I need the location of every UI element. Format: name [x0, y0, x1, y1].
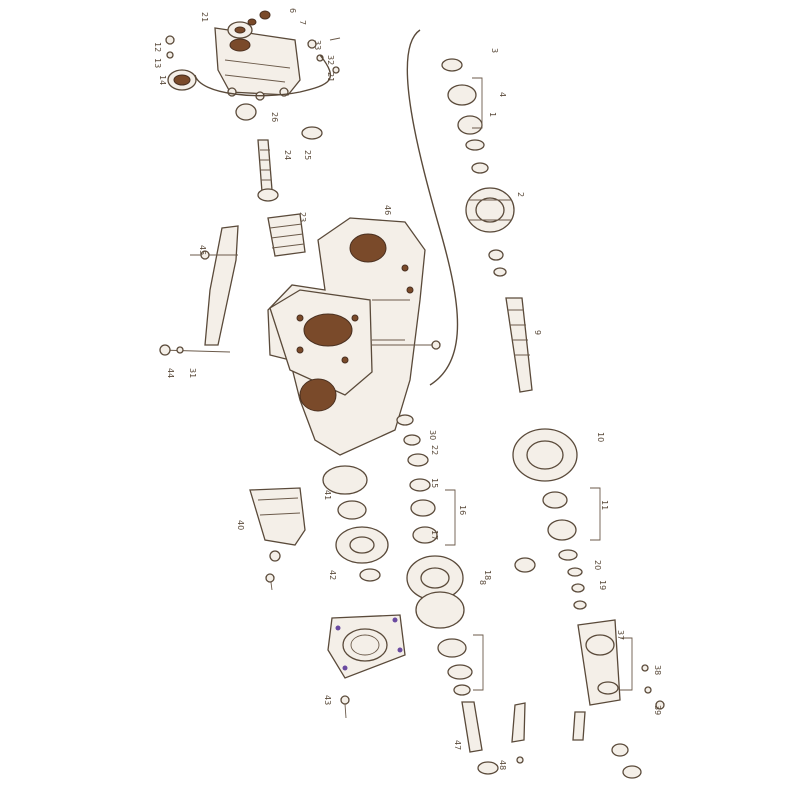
leader-lines — [445, 77, 633, 691]
bearing-top-left — [165, 35, 197, 91]
input-housing-assembly — [214, 10, 301, 101]
callout-number: 11 — [600, 500, 609, 510]
side-bracket-left — [159, 225, 239, 356]
callout-number: 14 — [158, 75, 167, 85]
callout-number: 38 — [653, 665, 662, 675]
input-shaft — [235, 103, 323, 202]
countershaft-stack — [441, 58, 642, 779]
main-housing — [267, 217, 441, 456]
callout-number: 47 — [453, 740, 462, 750]
callout-number: 12 — [153, 42, 162, 52]
callout-number: 30 — [428, 430, 437, 440]
callout-number: 21 — [200, 12, 209, 22]
callout-number: 8 — [478, 580, 487, 585]
small-parts-bottom — [511, 664, 665, 764]
callout-number: 19 — [598, 580, 607, 590]
callout-number: 43 — [323, 695, 332, 705]
callout-number: 41 — [323, 490, 332, 500]
callout-number: 26 — [270, 112, 279, 122]
clutch-hub — [267, 213, 306, 257]
end-cover-plate — [327, 614, 406, 719]
callout-number: 33 — [313, 40, 322, 50]
lower-bracket — [249, 487, 306, 591]
callout-number: 4 — [498, 92, 507, 97]
callout-number: 1 — [488, 112, 497, 117]
callout-number: 48 — [498, 760, 507, 770]
callout-number: 39 — [653, 705, 662, 715]
callout-number: 21 — [326, 72, 335, 82]
callout-number: 37 — [616, 630, 625, 640]
callout-number: 46 — [383, 205, 392, 215]
callout-number: 17 — [430, 530, 439, 540]
callout-number: 40 — [236, 520, 245, 530]
callout-number: 3 — [490, 48, 499, 53]
callout-number: 44 — [166, 368, 175, 378]
callout-number: 6 — [288, 8, 297, 13]
callout-number: 31 — [188, 368, 197, 378]
mainshaft-gear-stack — [322, 414, 499, 775]
callout-number: 20 — [593, 560, 602, 570]
cable — [194, 29, 459, 386]
callout-number: 25 — [303, 150, 312, 160]
callout-number: 24 — [283, 150, 292, 160]
callout-number: 45 — [198, 245, 207, 255]
callout-number: 9 — [533, 330, 542, 335]
callout-number: 23 — [298, 212, 307, 222]
callout-number: 32 — [326, 55, 335, 65]
callout-number: 16 — [458, 505, 467, 515]
callout-number: 10 — [596, 432, 605, 442]
callout-number: 15 — [430, 478, 439, 488]
callout-number: 7 — [298, 20, 307, 25]
callout-number: 42 — [328, 570, 337, 580]
callout-number: 2 — [516, 192, 525, 197]
callout-number: 13 — [153, 58, 162, 68]
callout-number: 22 — [430, 445, 439, 455]
callout-number: 18 — [483, 570, 492, 580]
